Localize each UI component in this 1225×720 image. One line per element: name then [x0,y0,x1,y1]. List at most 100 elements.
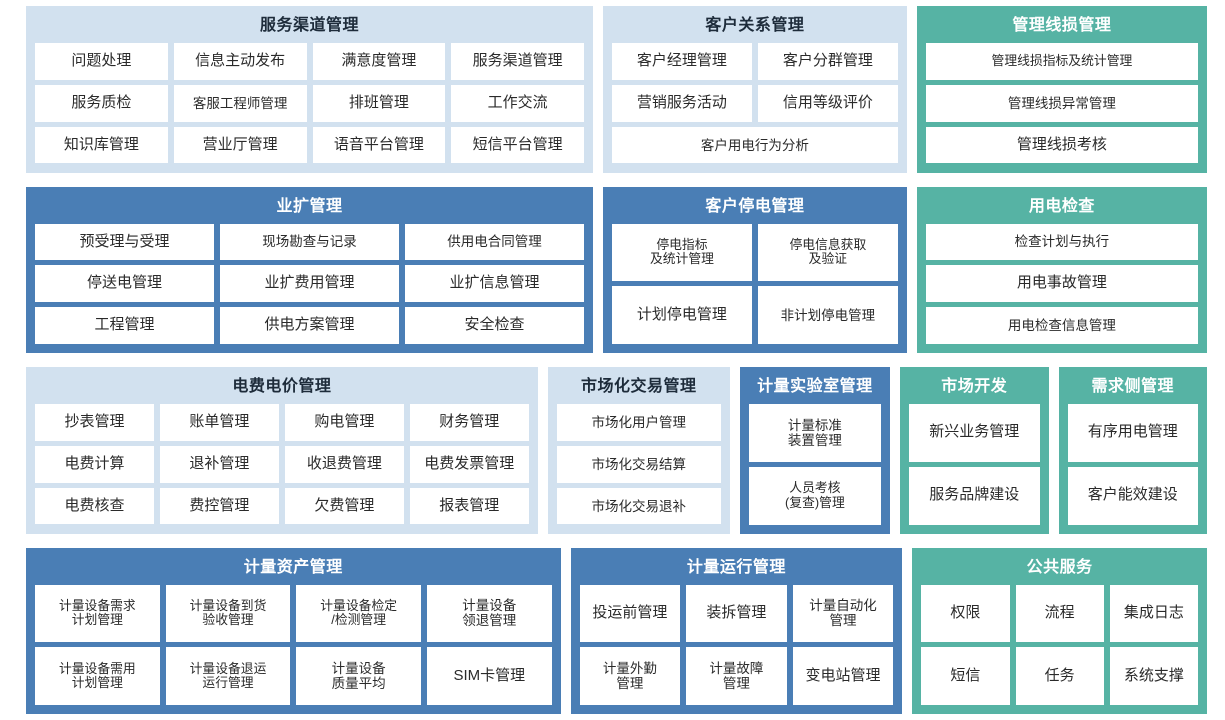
module-tile[interactable]: 账单管理 [159,404,279,441]
module-tile[interactable]: 短信平台管理 [451,126,584,164]
module-tile[interactable]: 费控管理 [159,487,279,525]
module-tile[interactable]: 电费发票管理 [409,445,529,483]
panel-customer-relationship-management: 客户关系管理客户经理管理客户分群管理营销服务活动信用等级评价客户用电行为分析 [602,6,907,173]
panel-title-service-channel-management: 服务渠道管理 [259,17,359,34]
module-tile[interactable]: 客户经理管理 [611,43,752,80]
module-tile[interactable]: 市场化用户管理 [556,404,721,441]
tile-row: 工程管理供电方案管理安全检查 [35,307,584,344]
panel-electricity-inspection: 用电检查检查计划与执行用电事故管理用电检查信息管理 [916,186,1208,353]
module-tile[interactable]: 服务渠道管理 [451,43,584,80]
module-tile[interactable]: 报表管理 [409,487,529,525]
module-tile[interactable]: 计量设备到货 验收管理 [165,584,291,643]
module-tile[interactable]: 服务品牌建设 [909,466,1040,525]
module-tile[interactable]: 客户分群管理 [757,43,898,80]
module-tile[interactable]: 电费计算 [35,445,154,483]
module-tile[interactable]: 变电站管理 [792,647,894,705]
module-tile[interactable]: 人员考核 (复查)管理 [748,466,882,525]
module-tile[interactable]: 管理线损异常管理 [925,84,1199,122]
module-tile[interactable]: 问题处理 [35,43,168,80]
panel-body-electricity-inspection: 检查计划与执行用电事故管理用电检查信息管理 [925,223,1199,345]
module-tile[interactable]: 知识库管理 [35,126,168,164]
module-tile[interactable]: 安全检查 [404,307,584,344]
module-tile[interactable]: 非计划停电管理 [757,286,898,344]
module-tile[interactable]: 退补管理 [159,445,279,483]
module-tile[interactable]: 计量设备需用 计划管理 [35,647,160,705]
tile-row: 停电指标 及统计管理停电信息获取 及验证 [611,223,898,282]
module-tile[interactable]: 业扩费用管理 [219,265,399,303]
module-tile[interactable]: 计量设备 质量平均 [296,647,421,705]
module-tile[interactable]: 管理线损指标及统计管理 [925,43,1199,80]
module-tile[interactable]: 工程管理 [35,307,214,344]
module-tile[interactable]: 集成日志 [1109,584,1198,643]
module-tile[interactable]: 信用等级评价 [757,84,898,122]
module-tile[interactable]: 客服工程师管理 [173,84,307,122]
module-tile[interactable]: 用电事故管理 [925,265,1199,303]
module-tile[interactable]: 现场勘查与记录 [219,223,399,261]
module-tile[interactable]: 财务管理 [409,404,529,441]
module-tile[interactable]: 满意度管理 [312,43,446,80]
module-tile[interactable]: 任务 [1015,647,1104,705]
tile-row: 预受理与受理现场勘查与记录供用电合同管理 [35,223,584,261]
module-tile[interactable]: 供电方案管理 [219,307,399,344]
tile-row: 服务质检客服工程师管理排班管理工作交流 [35,84,584,122]
module-tile[interactable]: 短信 [921,647,1010,705]
tile-row: 权限流程集成日志 [921,584,1198,643]
module-tile[interactable]: 电费核查 [35,487,154,525]
module-tile[interactable]: 计量设备需求 计划管理 [35,584,160,643]
module-tile[interactable]: 计量自动化 管理 [792,584,894,643]
module-tile[interactable]: 工作交流 [451,84,584,122]
row-1: 服务渠道管理问题处理信息主动发布满意度管理服务渠道管理服务质检客服工程师管理排班… [26,6,1208,173]
module-tile[interactable]: 计量设备退运 运行管理 [165,647,291,705]
module-tile[interactable]: 欠费管理 [284,487,404,525]
module-tile[interactable]: 检查计划与执行 [925,223,1199,261]
panel-business-expansion-management: 业扩管理预受理与受理现场勘查与记录供用电合同管理停送电管理业扩费用管理业扩信息管… [26,186,593,353]
module-tile[interactable]: 管理线损考核 [925,126,1199,164]
module-tile[interactable]: 流程 [1015,584,1104,643]
module-tile[interactable]: 新兴业务管理 [909,404,1040,462]
module-tile[interactable]: 客户能效建设 [1067,466,1199,525]
panel-market-development: 市场开发新兴业务管理服务品牌建设 [900,367,1049,534]
panel-metering-operation-management: 计量运行管理投运前管理装拆管理计量自动化 管理计量外勤 管理计量故障 管理变电站… [570,547,903,714]
module-tile[interactable]: 停送电管理 [35,265,214,303]
module-tile[interactable]: 用电检查信息管理 [925,307,1199,344]
module-tile[interactable]: 计量设备 领退管理 [426,584,552,643]
panel-market-transaction-management: 市场化交易管理市场化用户管理市场化交易结算市场化交易退补 [547,367,730,534]
module-tile[interactable]: 营销服务活动 [611,84,752,122]
module-tile[interactable]: 预受理与受理 [35,223,214,261]
module-tile[interactable]: SIM卡管理 [426,647,552,705]
panel-body-business-expansion-management: 预受理与受理现场勘查与记录供用电合同管理停送电管理业扩费用管理业扩信息管理工程管… [35,223,584,345]
tile-row: 用电检查信息管理 [925,307,1199,344]
module-tile[interactable]: 供用电合同管理 [404,223,584,261]
module-tile[interactable]: 计量外勤 管理 [579,647,681,705]
module-tile[interactable]: 排班管理 [312,84,446,122]
module-tile[interactable]: 投运前管理 [579,584,681,643]
module-tile[interactable]: 语音平台管理 [312,126,446,164]
module-tile[interactable]: 服务质检 [35,84,168,122]
panel-title-customer-relationship-management: 客户关系管理 [705,17,805,34]
tile-row: 市场化交易结算 [556,445,721,483]
module-tile[interactable]: 业扩信息管理 [404,265,584,303]
panel-body-service-channel-management: 问题处理信息主动发布满意度管理服务渠道管理服务质检客服工程师管理排班管理工作交流… [35,43,584,164]
module-tile[interactable]: 市场化交易结算 [556,445,721,483]
module-tile[interactable]: 停电信息获取 及验证 [757,223,898,282]
module-tile[interactable]: 计量标准 装置管理 [748,404,882,462]
module-tile[interactable]: 客户用电行为分析 [611,126,898,164]
module-tile[interactable]: 信息主动发布 [173,43,307,80]
module-tile[interactable]: 市场化交易退补 [556,487,721,525]
module-tile[interactable]: 计划停电管理 [611,286,752,344]
module-tile[interactable]: 系统支撑 [1109,647,1198,705]
module-tile[interactable]: 抄表管理 [35,404,154,441]
module-tile[interactable]: 营业厅管理 [173,126,307,164]
panel-body-electricity-fee-price-management: 抄表管理账单管理购电管理财务管理电费计算退补管理收退费管理电费发票管理电费核查费… [35,404,529,525]
module-tile[interactable]: 装拆管理 [686,584,787,643]
module-tile[interactable]: 计量故障 管理 [686,647,787,705]
module-tile[interactable]: 收退费管理 [284,445,404,483]
module-tile[interactable]: 停电指标 及统计管理 [611,223,752,282]
module-tile[interactable]: 计量设备检定 /检测管理 [296,584,421,643]
module-tile[interactable]: 有序用电管理 [1067,404,1199,462]
module-tile[interactable]: 权限 [921,584,1010,643]
tile-row: 知识库管理营业厅管理语音平台管理短信平台管理 [35,126,584,164]
module-tile[interactable]: 购电管理 [284,404,404,441]
tile-row: 用电事故管理 [925,265,1199,303]
